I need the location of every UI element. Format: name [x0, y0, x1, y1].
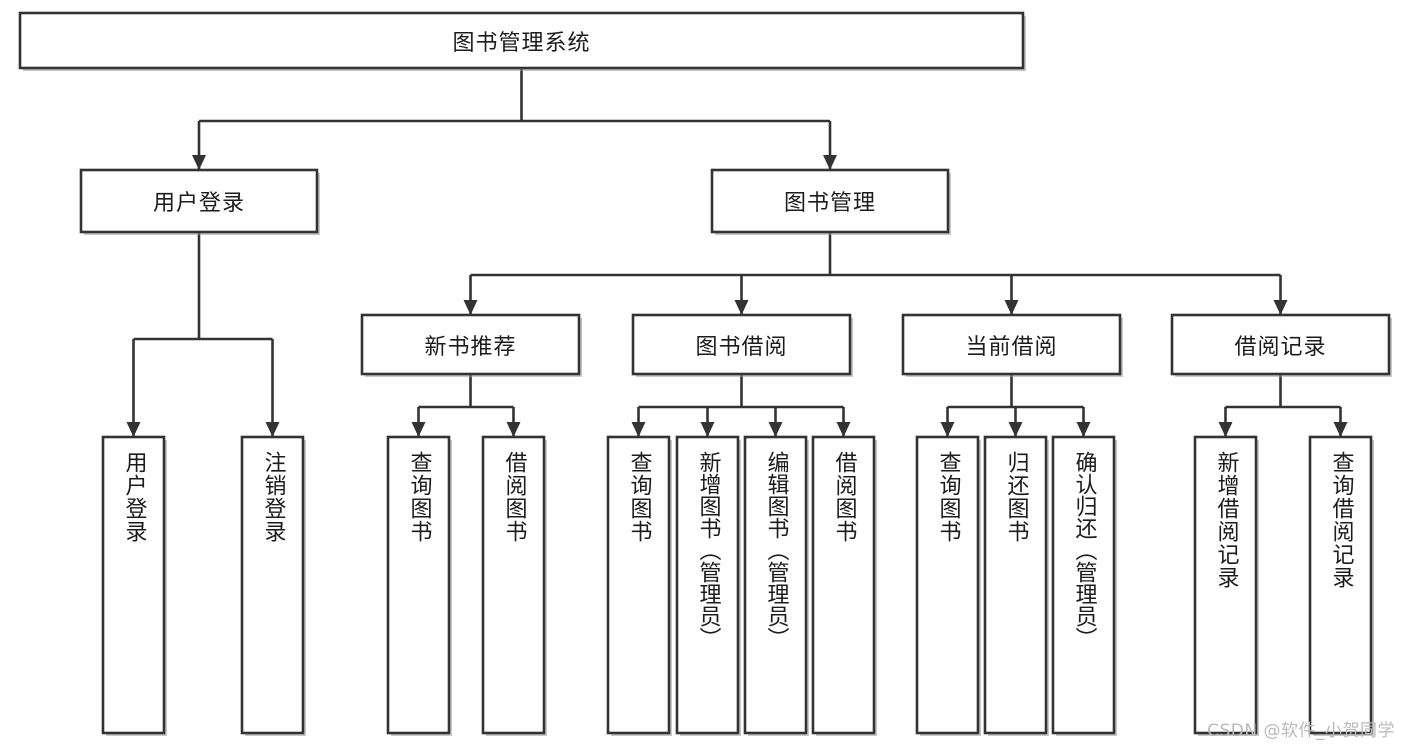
arrow-head-icon	[1218, 422, 1233, 437]
node-box-n_book_manage[interactable]	[710, 168, 950, 234]
arrow-head-icon	[463, 300, 478, 315]
node-box-l_borrow_book_b[interactable]	[811, 435, 876, 735]
arrow-head-icon	[1004, 300, 1019, 315]
node-box-n_new_book_rec[interactable]	[360, 313, 581, 376]
node-box-n_user_login[interactable]	[79, 168, 319, 234]
node-box-l_user_login[interactable]	[101, 435, 166, 735]
node-box-n_borrow_record[interactable]	[1170, 313, 1391, 376]
node-box-l_edit_book[interactable]	[743, 435, 808, 735]
node-box-l_query_book_c[interactable]	[915, 435, 980, 735]
arrow-head-icon	[734, 300, 749, 315]
arrow-head-icon	[631, 422, 646, 437]
arrow-head-icon	[411, 422, 426, 437]
node-box-l_add_book[interactable]	[675, 435, 740, 735]
node-box-l_query_record[interactable]	[1308, 435, 1373, 735]
arrow-head-icon	[1333, 422, 1348, 437]
node-box-l_confirm_return[interactable]	[1051, 435, 1116, 735]
node-box-n_current_borrow[interactable]	[901, 313, 1122, 376]
node-box-n_book_borrow[interactable]	[631, 313, 852, 376]
node-box-l_query_book_a[interactable]	[386, 435, 451, 735]
arrow-head-icon	[192, 155, 206, 170]
arrow-head-icon	[1076, 422, 1091, 437]
arrow-head-icon	[823, 155, 837, 170]
node-box-l_logout[interactable]	[240, 435, 305, 735]
arrow-head-icon	[940, 422, 955, 437]
arrow-head-icon	[506, 422, 521, 437]
node-box-l_query_book_b[interactable]	[606, 435, 671, 735]
arrow-head-icon	[1008, 422, 1023, 437]
arrow-head-icon	[126, 422, 141, 437]
arrow-head-icon	[700, 422, 715, 437]
arrow-head-icon	[265, 422, 280, 437]
arrow-head-icon	[768, 422, 783, 437]
csdn-watermark: CSDN @软件_小贺同学	[1207, 721, 1395, 741]
node-box-l_add_record[interactable]	[1193, 435, 1258, 735]
arrow-head-icon	[1273, 300, 1288, 315]
node-box-l_return_book[interactable]	[983, 435, 1048, 735]
node-box-l_borrow_book_a[interactable]	[481, 435, 546, 735]
node-box-layer	[18, 11, 1392, 736]
arrow-head-icon	[836, 422, 851, 437]
node-box-root[interactable]	[18, 11, 1025, 70]
connector-layer	[126, 68, 1348, 437]
